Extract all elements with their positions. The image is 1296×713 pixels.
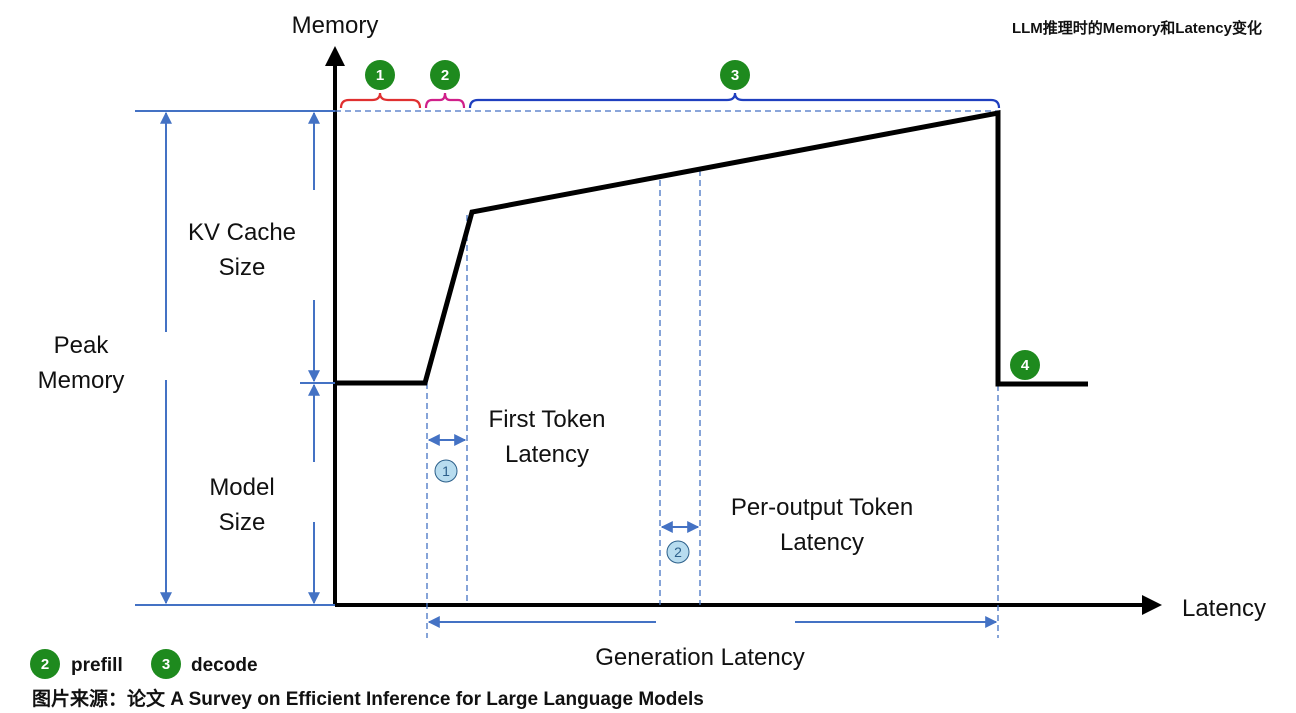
- phase-badge-1: [365, 60, 395, 90]
- legend-badge-prefill-text: 2: [41, 656, 49, 673]
- phase-badge-3: [720, 60, 750, 90]
- phase-badge-2-text: 2: [441, 67, 449, 84]
- interval-marker-1-text: 1: [442, 463, 450, 479]
- y-axis-label: Memory: [292, 12, 379, 39]
- x-axis-label: Latency: [1182, 595, 1266, 622]
- per-output-token-latency-label-line1: Per-output Token: [731, 494, 913, 521]
- phase-brace-2: [424, 92, 466, 109]
- interval-marker-2: [666, 540, 690, 564]
- generation-latency-label: Generation Latency: [595, 644, 804, 671]
- peak-memory-label-line1: Peak: [54, 332, 110, 359]
- kv-cache-size-label-line1: KV Cache: [188, 219, 296, 246]
- source-caption: 图片来源：论文 A Survey on Efficient Inference …: [32, 687, 704, 710]
- interval-marker-1: [434, 459, 458, 483]
- first-token-latency-label-line2: Latency: [505, 441, 589, 468]
- legend-badge-decode-text: 3: [162, 656, 170, 673]
- legend-badge-decode: [151, 649, 181, 679]
- memory-curve: [335, 109, 1088, 387]
- phase-brace-3: [468, 92, 1001, 109]
- phase-badge-4-text: 4: [1021, 357, 1030, 374]
- per-output-token-latency-label-line2: Latency: [780, 529, 864, 556]
- model-size-label-line1: Model: [209, 474, 274, 501]
- legend-label-prefill: prefill: [71, 655, 123, 676]
- phase-badge-1-text: 1: [376, 67, 384, 84]
- interval-marker-2-text: 2: [674, 544, 682, 560]
- kv-cache-size-label-line2: Size: [219, 254, 266, 281]
- phase-badge-3-text: 3: [731, 67, 739, 84]
- diagram-title: LLM推理时的Memory和Latency变化: [1012, 19, 1262, 37]
- phase-brace-1: [339, 92, 422, 109]
- peak-memory-label-line2: Memory: [38, 367, 125, 394]
- legend-label-decode: decode: [191, 655, 258, 676]
- phase-badge-2: [430, 60, 460, 90]
- legend-badge-prefill: [30, 649, 60, 679]
- model-size-label-line2: Size: [219, 509, 266, 536]
- first-token-latency-label-line1: First Token: [489, 406, 606, 433]
- phase-badge-4: [1010, 350, 1040, 380]
